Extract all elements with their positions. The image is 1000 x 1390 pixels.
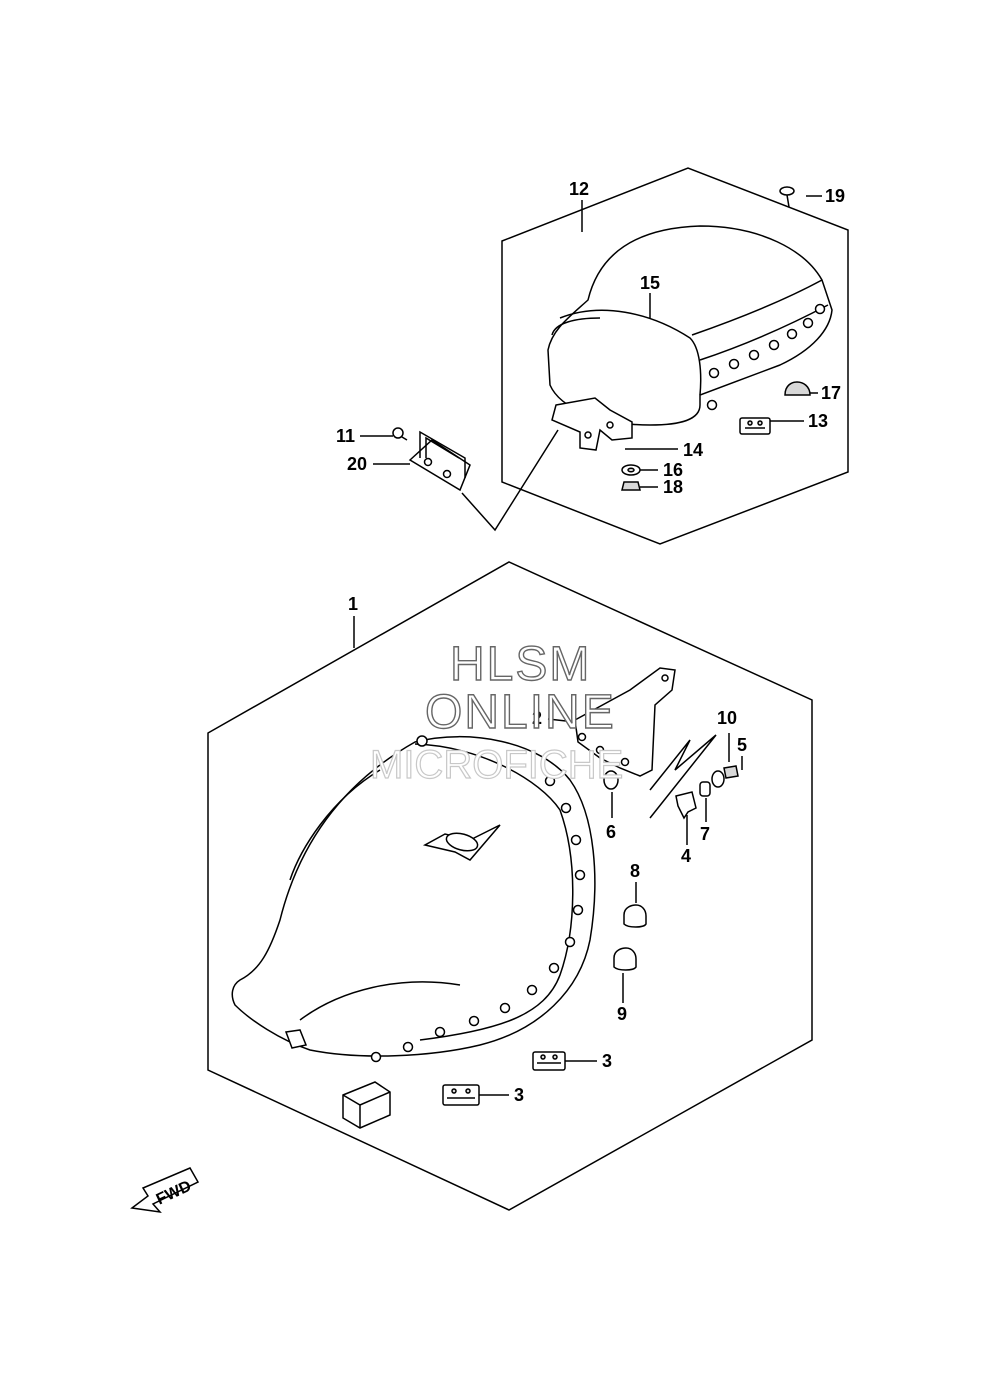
callout-5: 5 xyxy=(737,735,747,755)
callout-10: 10 xyxy=(717,708,737,728)
watermark-line3: MICROFICHE xyxy=(370,743,623,787)
callout-7: 7 xyxy=(700,824,710,844)
screw-19 xyxy=(779,186,795,208)
front-seat-group-outline xyxy=(207,561,813,1211)
cushion-17 xyxy=(784,381,811,396)
washer-5 xyxy=(711,770,725,788)
callout-19: 19 xyxy=(825,186,845,206)
callout-18: 18 xyxy=(663,477,683,497)
rear-seat-group-outline xyxy=(501,167,849,545)
callout-20: 20 xyxy=(347,454,367,474)
callout-3b: 3 xyxy=(514,1085,524,1105)
fwd-arrow: FWD xyxy=(130,1167,200,1214)
bolt-11 xyxy=(392,427,408,441)
damper-3b xyxy=(442,1084,480,1106)
front-seat-illustration xyxy=(231,735,596,1063)
callout-14: 14 xyxy=(683,440,703,460)
watermark-line2: ONLINE xyxy=(425,686,616,739)
cushion-8 xyxy=(623,904,647,928)
rear-seat-studs xyxy=(706,303,826,411)
callout-9: 9 xyxy=(617,1004,627,1024)
nut-10 xyxy=(723,765,739,779)
watermark-line1: HLSM xyxy=(450,638,591,691)
nut-18 xyxy=(621,481,641,491)
callout-4: 4 xyxy=(681,846,691,866)
connector-line xyxy=(461,429,559,532)
box-part xyxy=(342,1081,391,1129)
callout-16: 16 xyxy=(663,460,683,480)
watermark: HLSM ONLINE MICROFICHE xyxy=(369,637,624,787)
cushion-9 xyxy=(613,947,637,971)
callout-17: 17 xyxy=(821,383,841,403)
callout-6: 6 xyxy=(606,822,616,842)
callout-1: 1 xyxy=(348,594,358,614)
callout-8: 8 xyxy=(630,861,640,881)
damper-3a xyxy=(532,1051,566,1071)
rear-seat-illustration xyxy=(547,225,833,426)
callout-13: 13 xyxy=(808,411,828,431)
collar-7 xyxy=(699,781,711,797)
washer-6 xyxy=(603,770,619,790)
handle-20 xyxy=(408,430,471,492)
latch-4 xyxy=(675,791,697,820)
callout-2: 2 xyxy=(532,708,542,728)
callout-11: 11 xyxy=(336,426,355,446)
damper-13 xyxy=(739,417,771,435)
callout-12: 12 xyxy=(569,179,589,199)
rear-seat-bracket xyxy=(551,397,633,451)
seat-bracket-2 xyxy=(574,667,676,777)
front-seat-studs xyxy=(370,775,586,1063)
callout-3a: 3 xyxy=(602,1051,612,1071)
callout-15: 15 xyxy=(640,273,660,293)
